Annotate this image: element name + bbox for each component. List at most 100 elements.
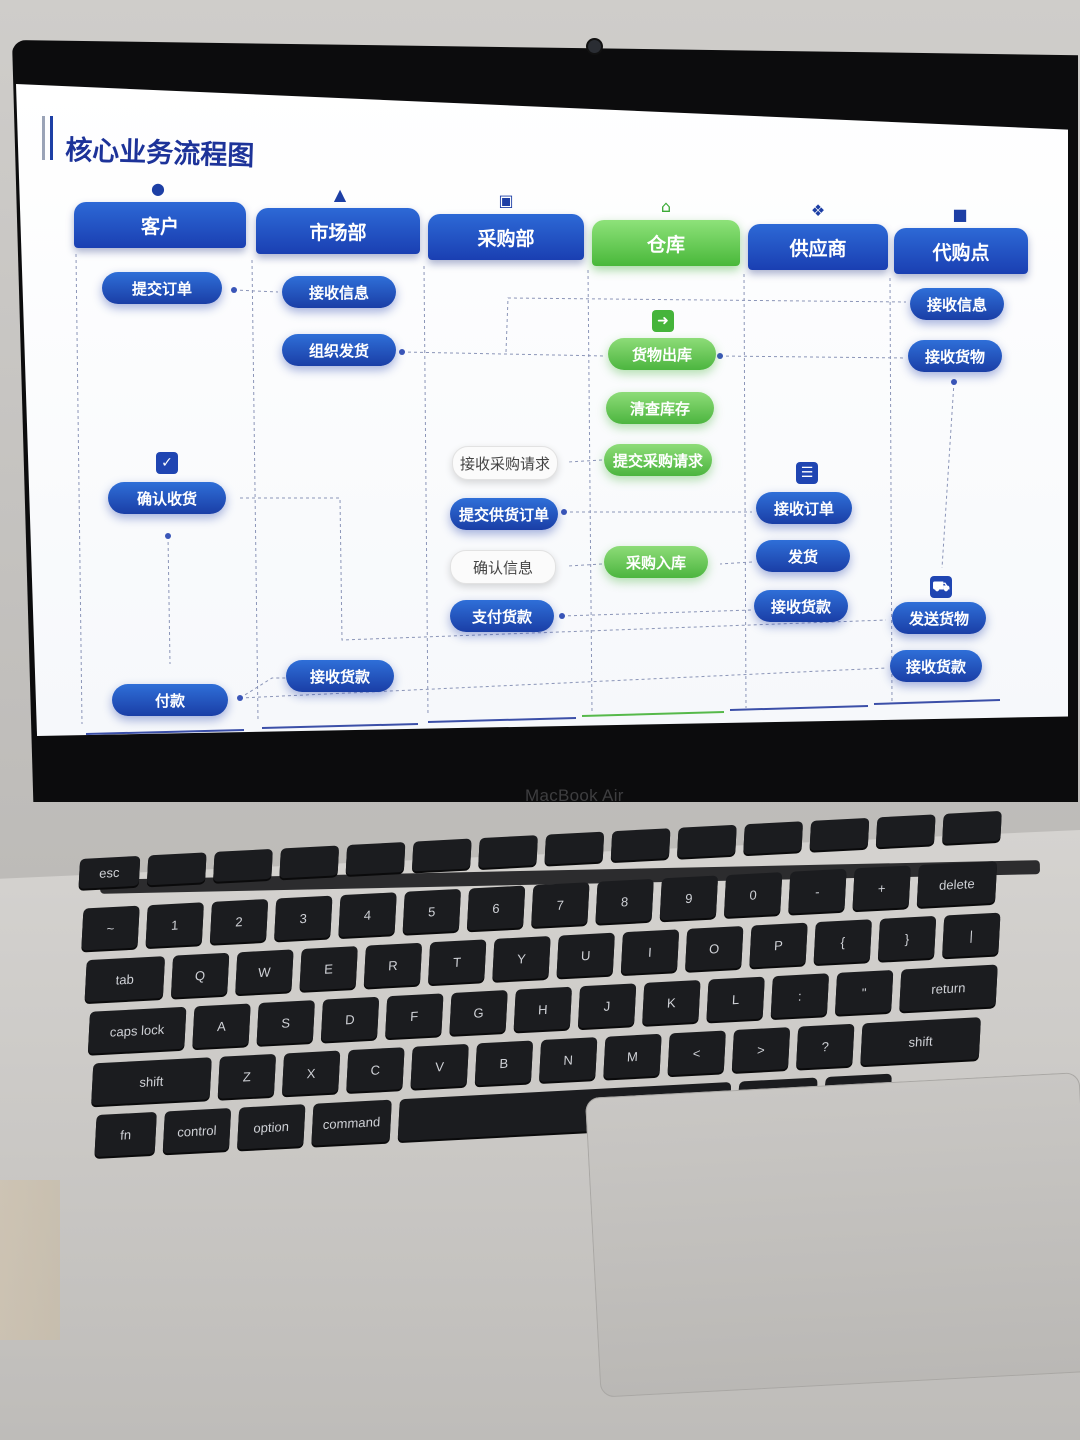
flow-connectors xyxy=(75,253,1001,735)
fabric xyxy=(0,1180,60,1340)
key-~[interactable]: ~ xyxy=(81,905,140,951)
key-F[interactable]: F xyxy=(385,993,444,1039)
key-2[interactable]: 2 xyxy=(209,898,269,944)
key-S[interactable]: S xyxy=(256,1000,315,1045)
key-0[interactable]: 0 xyxy=(723,872,783,918)
key-N[interactable]: N xyxy=(538,1037,598,1083)
key-A[interactable]: A xyxy=(192,1003,251,1049)
key-?[interactable]: ? xyxy=(796,1023,855,1069)
key-H[interactable]: H xyxy=(513,986,573,1032)
key-shift[interactable]: shift xyxy=(860,1017,981,1066)
key-shift[interactable]: shift xyxy=(91,1057,212,1106)
key-R[interactable]: R xyxy=(363,942,423,988)
key-V[interactable]: V xyxy=(410,1043,469,1089)
key-1[interactable]: 1 xyxy=(145,902,204,948)
trackpad[interactable] xyxy=(585,1072,1080,1398)
step-goods-out: 货物出库 xyxy=(608,338,716,370)
key-blank[interactable] xyxy=(279,845,340,879)
key-option[interactable]: option xyxy=(237,1104,306,1150)
key-+[interactable]: + xyxy=(852,865,911,911)
title-accent xyxy=(42,116,45,160)
key-J[interactable]: J xyxy=(577,983,637,1029)
key-L[interactable]: L xyxy=(706,976,765,1022)
key-blank[interactable] xyxy=(213,848,273,882)
key-"[interactable]: " xyxy=(834,969,894,1015)
key-blank[interactable] xyxy=(478,835,538,869)
step-confirm-info: 确认信息 xyxy=(450,550,556,584)
key-return[interactable]: return xyxy=(899,964,998,1012)
key-Q[interactable]: Q xyxy=(170,952,230,998)
key-blank[interactable] xyxy=(809,817,870,851)
key-blank[interactable] xyxy=(146,852,207,886)
step-submit-supply-order: 提交供货订单 xyxy=(450,498,558,530)
step-pay: 付款 xyxy=(112,684,228,716)
key-blank[interactable] xyxy=(411,838,472,872)
key-blank[interactable] xyxy=(676,824,737,858)
step-receive-goods-agent: 接收货物 xyxy=(908,340,1002,372)
key-G[interactable]: G xyxy=(449,990,508,1035)
key-6[interactable]: 6 xyxy=(466,885,526,931)
key-blank[interactable] xyxy=(743,821,804,855)
key-C[interactable]: C xyxy=(346,1047,405,1093)
key-blank[interactable] xyxy=(875,814,936,848)
key-O[interactable]: O xyxy=(685,925,744,971)
key-|[interactable]: | xyxy=(942,912,1001,958)
export-icon: ➜ xyxy=(652,310,674,332)
column-header-supplier: 供应商 xyxy=(748,224,888,270)
step-pay-goods: 支付货款 xyxy=(450,600,554,632)
key-caps-lock[interactable]: caps lock xyxy=(87,1006,187,1054)
key-blank[interactable] xyxy=(345,841,406,875)
laptop-brand: MacBook Air xyxy=(525,786,624,805)
step-purchase-in: 采购入库 xyxy=(604,546,708,578)
key-9[interactable]: 9 xyxy=(659,875,719,921)
key-5[interactable]: 5 xyxy=(402,888,462,934)
key-blank[interactable] xyxy=(544,831,605,865)
key-T[interactable]: T xyxy=(427,939,487,985)
key-command[interactable]: command xyxy=(311,1099,392,1146)
key-8[interactable]: 8 xyxy=(595,878,654,924)
key-U[interactable]: U xyxy=(556,932,615,978)
key-blank[interactable] xyxy=(942,810,1002,844)
key-W[interactable]: W xyxy=(235,949,294,995)
column-header-purchasing: 采购部 xyxy=(428,214,584,260)
key-K[interactable]: K xyxy=(642,979,701,1025)
key-esc[interactable]: esc xyxy=(78,855,141,889)
key-4[interactable]: 4 xyxy=(338,892,397,938)
key-tab[interactable]: tab xyxy=(84,956,166,1003)
step-receive-payment-supplier: 接收货款 xyxy=(754,590,848,622)
key-Y[interactable]: Y xyxy=(492,936,551,981)
key-P[interactable]: P xyxy=(749,922,808,968)
key-control[interactable]: control xyxy=(162,1108,232,1154)
key-D[interactable]: D xyxy=(320,996,380,1042)
key-Z[interactable]: Z xyxy=(217,1053,277,1099)
key-M[interactable]: M xyxy=(603,1033,662,1079)
warehouse-icon: ⌂ xyxy=(660,197,672,216)
key-fn[interactable]: fn xyxy=(94,1111,157,1157)
key-E[interactable]: E xyxy=(299,946,358,991)
step-receive-info-agent: 接收信息 xyxy=(910,288,1004,320)
key--[interactable]: - xyxy=(788,868,847,914)
key-B[interactable]: B xyxy=(474,1040,534,1086)
step-submit-order: 提交订单 xyxy=(102,272,222,304)
key-delete[interactable]: delete xyxy=(916,860,998,907)
column-header-marketing: 市场部 xyxy=(256,208,420,254)
step-send-goods: 发送货物 xyxy=(892,602,986,634)
key-3[interactable]: 3 xyxy=(274,895,333,941)
key-I[interactable]: I xyxy=(620,929,680,975)
checkbox-icon: ✓ xyxy=(156,452,178,474)
key->[interactable]: > xyxy=(731,1027,791,1072)
step-confirm-receipt: 确认收货 xyxy=(108,482,226,514)
column-header-agent: 代购点 xyxy=(894,228,1028,274)
clipboard-icon: ☰ xyxy=(796,462,818,484)
key-:[interactable]: : xyxy=(770,973,830,1019)
key-7[interactable]: 7 xyxy=(531,882,590,928)
key-{[interactable]: { xyxy=(813,919,872,965)
key-blank[interactable] xyxy=(610,828,671,862)
step-submit-purchase-request: 提交采购请求 xyxy=(604,444,712,476)
badge-icon: ❖ xyxy=(810,201,826,220)
key-}[interactable]: } xyxy=(877,915,937,961)
key-<[interactable]: < xyxy=(667,1030,726,1076)
key-X[interactable]: X xyxy=(281,1050,341,1096)
column-header-warehouse: 仓库 xyxy=(592,220,740,266)
staff-icon: ▲ xyxy=(333,185,347,204)
